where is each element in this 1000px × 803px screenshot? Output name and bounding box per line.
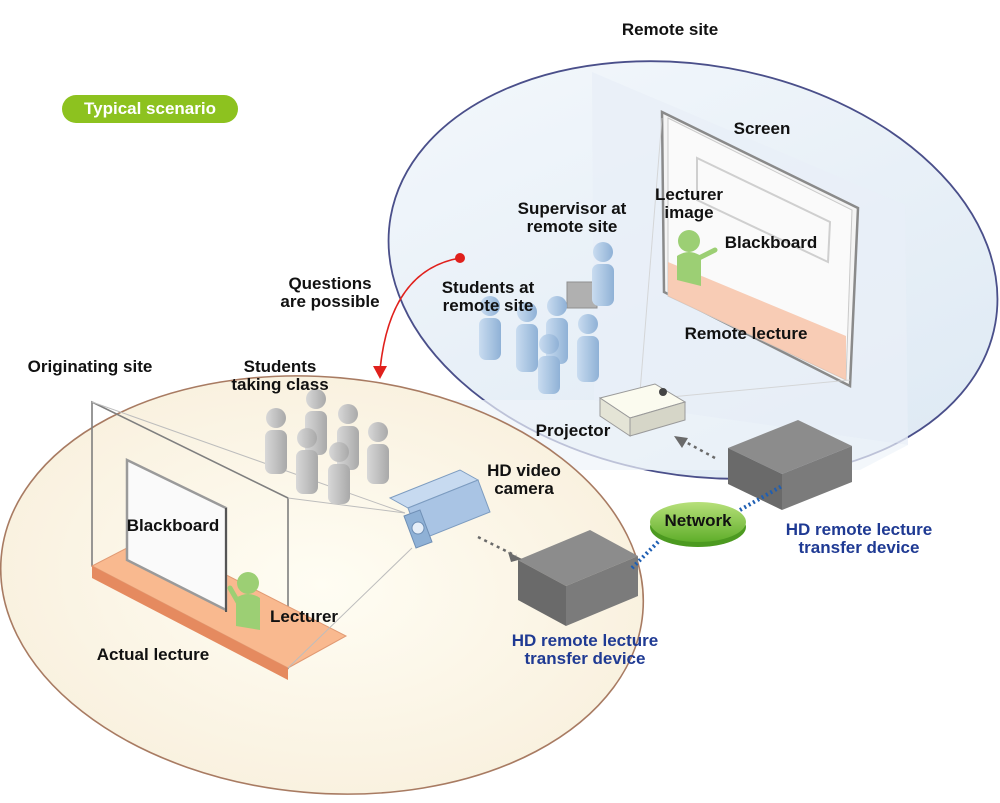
camera-view-lines (91, 401, 413, 669)
lecturer-figure (227, 572, 260, 630)
projector-label: Projector (535, 421, 611, 440)
typical-scenario-badge: Typical scenario (62, 95, 238, 123)
screen-label: Screen (733, 119, 791, 138)
blackboard-remote-label: Blackboard (724, 233, 818, 252)
hd-camera-device (388, 469, 491, 549)
lecturer-image-figure (677, 230, 718, 286)
remote-transfer-device (728, 420, 852, 510)
lecturer-label: Lecturer (269, 607, 339, 626)
remote-site-label: Remote site (621, 20, 719, 39)
actual-lecture-label: Actual lecture (96, 645, 210, 664)
projector-device (598, 383, 687, 437)
projector-beam (639, 117, 851, 399)
remote-students (479, 242, 614, 394)
originating-site-label: Originating site (27, 357, 153, 376)
remote-lecture-label: Remote lecture (684, 324, 808, 343)
origin-transfer-device (518, 530, 638, 626)
origin-students (265, 389, 389, 504)
remote-supervisor-figure (592, 242, 614, 306)
origin-room (90, 400, 348, 680)
network-label: Network (664, 511, 732, 530)
network-node (650, 502, 746, 547)
network-links (630, 484, 783, 570)
blackboard-origin-label: Blackboard (126, 516, 220, 535)
questions-arrow (373, 253, 465, 379)
arrow-to-device (508, 552, 522, 562)
arrow-to-projector (674, 436, 688, 448)
signal-arrows (477, 438, 716, 558)
